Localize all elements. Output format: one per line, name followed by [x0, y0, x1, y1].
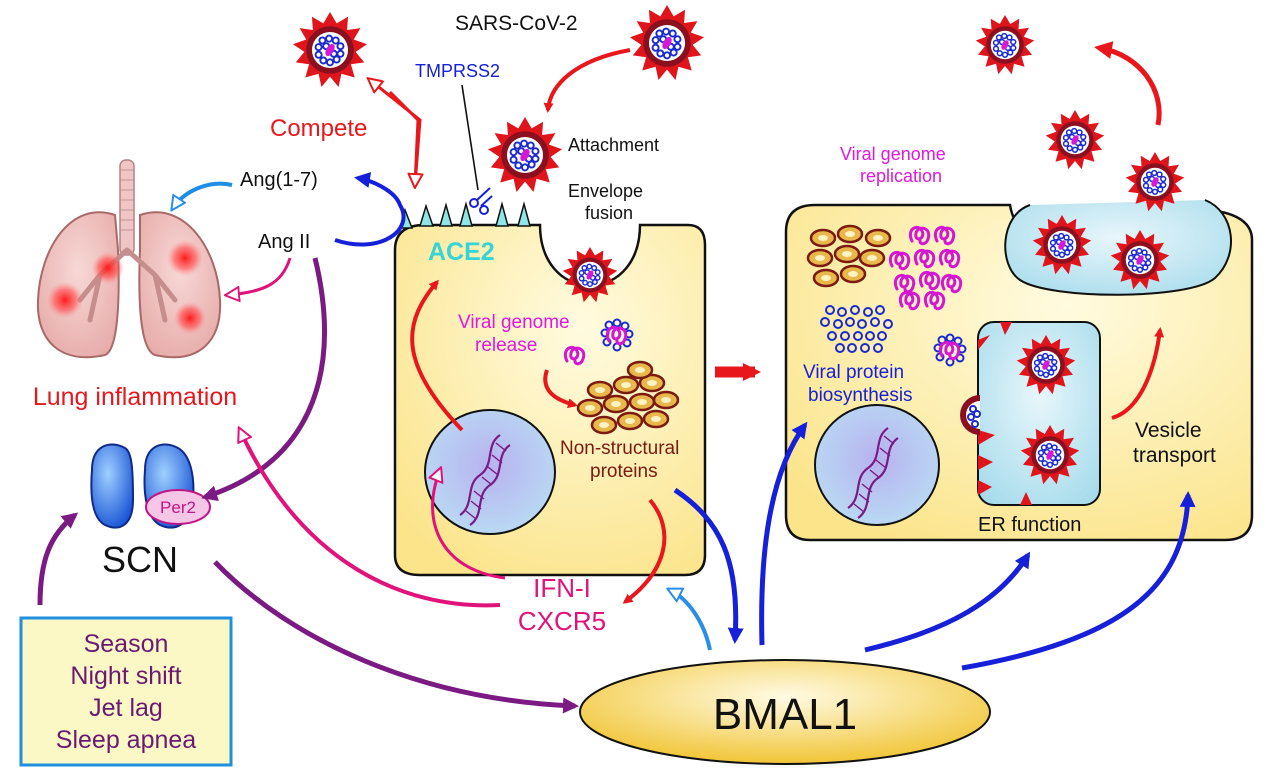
factor-season: Season: [84, 630, 169, 658]
factor-jet-lag: Jet lag: [89, 694, 163, 722]
arrow-bmal1-to-vesicle: [961, 491, 1196, 671]
arrow-er-to-vesicle: [1111, 327, 1165, 420]
virus-icon: [975, 14, 1035, 75]
per2-badge: [145, 489, 211, 525]
virus-icon: [1045, 109, 1105, 170]
nucleus-left: [424, 409, 556, 535]
nucleocapsid: [933, 333, 967, 367]
virus-icon: [487, 116, 563, 194]
viral-genome-release-label-1: Viral genome: [458, 312, 570, 333]
factor-night-shift: Night shift: [70, 662, 181, 690]
bmal1-node: [579, 659, 991, 765]
cxcr5-label: CXCR5: [518, 606, 606, 636]
nucleus-right: [814, 404, 940, 526]
lung-inflammation-label: Lung inflammation: [33, 383, 237, 411]
arrow-bmal1-to-ifn: [670, 590, 712, 651]
arrow-nucleus-to-ace2: [410, 279, 464, 432]
tmprss2-label: TMPRSS2: [415, 61, 500, 81]
ace2-receptors: [399, 201, 531, 229]
virus-icon: [292, 11, 368, 89]
arrow-ang17-to-lung: [173, 181, 233, 208]
er-spikes: [978, 322, 1032, 505]
arrow-factors-to-scn: [37, 512, 79, 606]
fusion-label: fusion: [585, 203, 633, 223]
nonstructural-label-2: proteins: [590, 461, 658, 482]
virus-icon: [629, 4, 705, 82]
arrow-virion-release: [1094, 41, 1162, 126]
factor-sleep-apnea: Sleep apnea: [56, 726, 197, 754]
ace2-label: ACE2: [428, 238, 495, 266]
scn-label: SCN: [102, 539, 178, 580]
bmal1-label: BMAL1: [713, 690, 857, 739]
viral-genome-replication-label-2: replication: [860, 166, 942, 186]
vesicle-transport-label-2: transport: [1133, 444, 1216, 467]
n-protein-cluster: [820, 305, 893, 353]
viral-protein-label-1: Viral protein: [803, 362, 904, 383]
nucleocapsid: [600, 318, 634, 352]
arrow-ifn-to-nucleus: [433, 470, 506, 580]
vesicle-transport-label-1: Vesicle: [1135, 419, 1202, 442]
attachment-label: Attachment: [568, 135, 659, 155]
arrow-ang2-to-lung: [228, 257, 292, 295]
compete-label: Compete: [270, 115, 367, 142]
arrow-proteins-to-ifn: [622, 498, 667, 604]
risk-factor-box: [19, 616, 233, 767]
ang17-label: Ang(1-7): [240, 169, 318, 191]
arrow-ang2-to-scn: [201, 257, 327, 501]
envelope-label: Envelope: [568, 181, 643, 201]
exit-vesicle: [1004, 199, 1232, 296]
arrow-compete-down: [388, 90, 418, 185]
arrow-proteins-to-bmal1: [673, 487, 744, 644]
arrow-scn-to-bmal1: [213, 560, 579, 714]
arrow-ace2-ang-conversion: [334, 172, 406, 247]
per2-label: Per2: [160, 498, 196, 517]
budding-virion: [960, 395, 981, 435]
nonstructural-label-1: Non-structural: [560, 438, 679, 459]
tmprss2-pointer: [461, 84, 479, 191]
ifn-label: IFN-I: [533, 573, 591, 603]
viral-genome-replication-label-1: Viral genome: [840, 144, 946, 164]
arrow-bmal1-to-er: [864, 551, 1031, 653]
viral-genome-release-label-2: release: [475, 335, 537, 356]
ang2-label: Ang II: [258, 231, 310, 253]
arrow-bmal1-to-biosynthesis: [759, 421, 808, 646]
viral-protein-label-2: biosynthesis: [808, 385, 913, 406]
arrow-rna-to-proteins: [543, 369, 578, 409]
arrow-virus-entry: [543, 48, 631, 113]
arrow-ifn-to-lung: [240, 430, 501, 608]
er-function-label: ER function: [978, 514, 1081, 536]
lung-icon: [36, 159, 222, 359]
scissors-icon: [469, 187, 493, 215]
sars-cov-2-label: SARS-CoV-2: [455, 12, 578, 35]
